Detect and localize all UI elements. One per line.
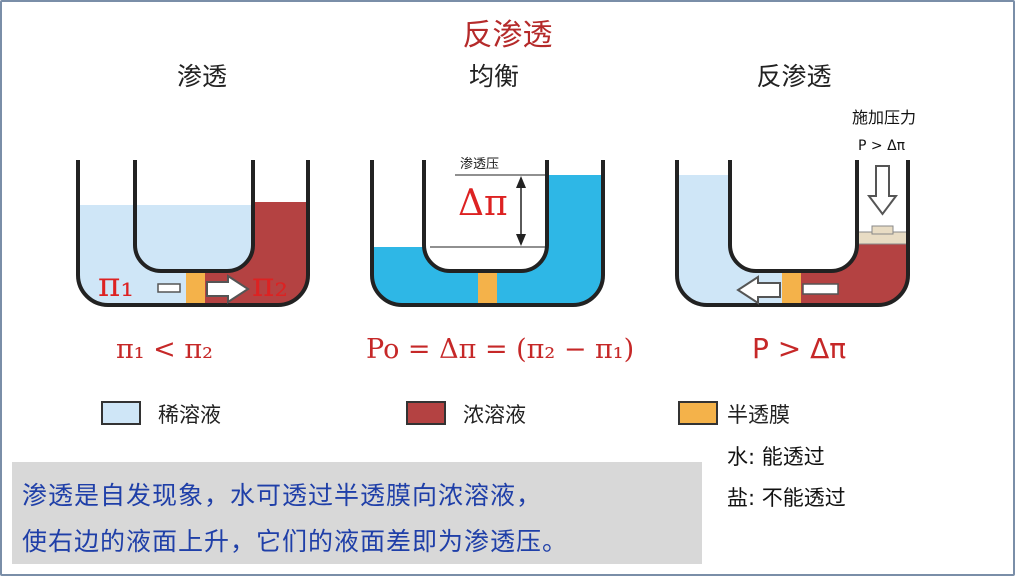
arrow-up-icon — [516, 176, 526, 188]
heading-reverse: 反渗透 — [756, 62, 832, 91]
membrane — [186, 271, 205, 305]
heading-equilibrium: 均衡 — [468, 62, 519, 91]
osmosis-relation: π₁ < π₂ — [116, 334, 213, 365]
diagram-title: 反渗透 — [462, 18, 553, 53]
heading-osmosis: 渗透 — [176, 62, 227, 91]
reverse-relation: P > Δπ — [752, 332, 846, 365]
osmotic-pressure-label: 渗透压 — [460, 157, 499, 172]
summary-line-2: 使右边的液面上升，它们的液面差即为渗透压。 — [22, 527, 569, 556]
equilibrium-relation: Po = Δπ = (π₂ − π₁) — [366, 334, 634, 365]
summary-line-1: 渗透是自发现象，水可透过半透膜向浓溶液， — [22, 481, 543, 510]
apply-pressure-label: 施加压力 — [852, 108, 917, 127]
legend-swatch-concentrated — [406, 401, 446, 425]
summary-box: 渗透是自发现象，水可透过半透膜向浓溶液， 使右边的液面上升，它们的液面差即为渗透… — [12, 462, 702, 564]
equilibrium-left-solution — [372, 245, 478, 305]
equilibrium-tube: 渗透压 Δπ — [370, 157, 605, 307]
legend-swatch-dilute — [101, 401, 141, 425]
equilibrium-right-solution — [497, 175, 603, 305]
water-permeable-note: 水: 能透过 — [727, 445, 825, 469]
legend-label-membrane: 半透膜 — [727, 403, 790, 427]
delta-pi-label: Δπ — [458, 183, 508, 224]
water-flow-arrow-icon — [206, 274, 250, 304]
reverse-tube — [675, 160, 910, 307]
membrane — [782, 271, 801, 305]
pressure-condition-label: P > Δπ — [858, 138, 906, 154]
pi2-label: π₂ — [252, 265, 288, 305]
arrow-down-icon — [516, 234, 526, 246]
legend-swatch-membrane — [678, 401, 718, 425]
membrane — [478, 271, 497, 305]
pi1-label: π₁ — [98, 265, 134, 305]
pressure-arrow-down-icon — [867, 165, 898, 216]
osmosis-tube: π₁ π₂ — [76, 160, 310, 307]
reverse-flow-arrow-icon — [736, 275, 781, 305]
legend-label-dilute: 稀溶液 — [158, 403, 221, 427]
legend-label-concentrated: 浓溶液 — [463, 403, 526, 427]
salt-impermeable-note: 盐: 不能透过 — [727, 486, 846, 510]
